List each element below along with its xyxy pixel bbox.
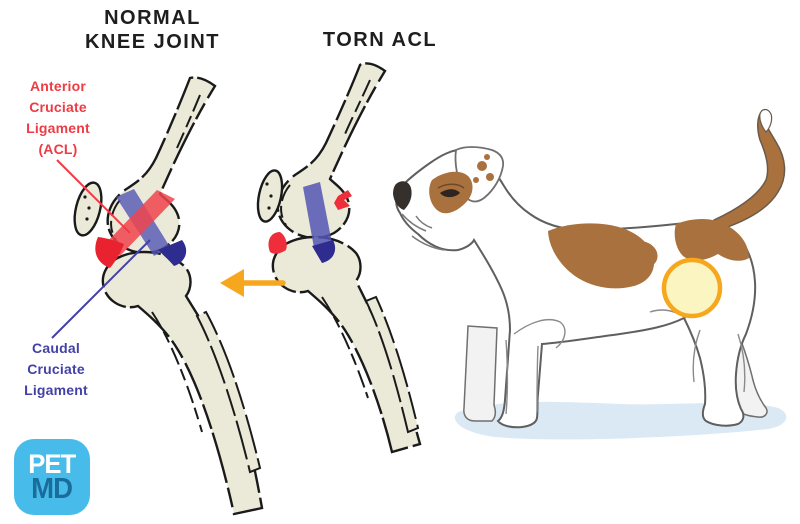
- ccl-label-line: Caudal: [32, 340, 80, 356]
- left-arrow-icon: [220, 269, 286, 297]
- normal-caudal-attachment: [158, 240, 187, 266]
- acl-label: Anterior Cruciate Ligament (ACL): [12, 76, 104, 160]
- dog-mouth-lines: [401, 213, 445, 251]
- dog-shoulder-patch: [548, 223, 655, 289]
- dog-eye: [440, 189, 460, 198]
- dog-rump-patch: [674, 218, 749, 261]
- acl-label-line: Anterior: [29, 78, 87, 94]
- normal-patella-dots: [83, 195, 91, 221]
- dog-tail: [711, 112, 786, 234]
- title-normal-knee-joint: NORMAL KNEE JOINT: [55, 6, 250, 54]
- normal-tibia-bone: [101, 250, 264, 516]
- acl-label-line: Cruciate: [29, 99, 87, 115]
- dog-ear-spots: [473, 154, 494, 183]
- torn-fibula-bone: [364, 295, 420, 434]
- torn-acl-fragment-femur: [334, 190, 352, 210]
- dog-illustration: [393, 108, 787, 440]
- dog-contour-lines: [505, 309, 746, 415]
- petmd-logo-pet-text: PET: [28, 449, 76, 479]
- dog-tail-white-tip: [759, 108, 773, 133]
- torn-caudal-attachment: [312, 240, 336, 263]
- ccl-label-line: Cruciate: [27, 361, 85, 377]
- normal-acl-ligament-band: [104, 190, 175, 256]
- acl-pointer-line: [56, 159, 131, 234]
- knee-highlight-circle: [661, 257, 723, 319]
- ccl-pointer-line: [51, 239, 151, 339]
- petmd-logo-md-text: MD: [31, 473, 74, 505]
- normal-fibula-bone: [195, 310, 262, 474]
- title-torn-line1: TORN ACL: [322, 29, 438, 51]
- normal-knee-diagram: [73, 76, 264, 516]
- acl-label-line: (ACL): [38, 141, 78, 157]
- dog-front-leg-far: [463, 325, 498, 422]
- torn-tibia-bone: [271, 235, 422, 454]
- dog-brow-line: [437, 183, 465, 189]
- torn-caudal-ligament-band: [303, 182, 332, 248]
- ccl-label-line: Ligament: [24, 382, 88, 398]
- petmd-logo: PET MD: [14, 439, 90, 515]
- normal-bone-detail-lines: [110, 94, 203, 433]
- normal-acl-attachment: [95, 237, 124, 268]
- dog-body: [395, 147, 757, 429]
- torn-patella-dots: [265, 182, 273, 210]
- torn-femur-bone: [276, 62, 387, 240]
- torn-bone-detail-lines: [280, 79, 371, 399]
- acl-label-line: Ligament: [26, 120, 90, 136]
- title-normal-line2: KNEE JOINT: [84, 31, 221, 53]
- title-torn-acl: TORN ACL: [300, 28, 460, 52]
- title-normal-line1: NORMAL: [104, 7, 201, 29]
- dog-nose: [393, 181, 412, 210]
- ccl-label: Caudal Cruciate Ligament: [10, 338, 102, 401]
- torn-acl-diagram: [256, 62, 422, 454]
- torn-acl-fragment-tibia: [268, 232, 287, 254]
- dog-side-spot: [619, 240, 658, 269]
